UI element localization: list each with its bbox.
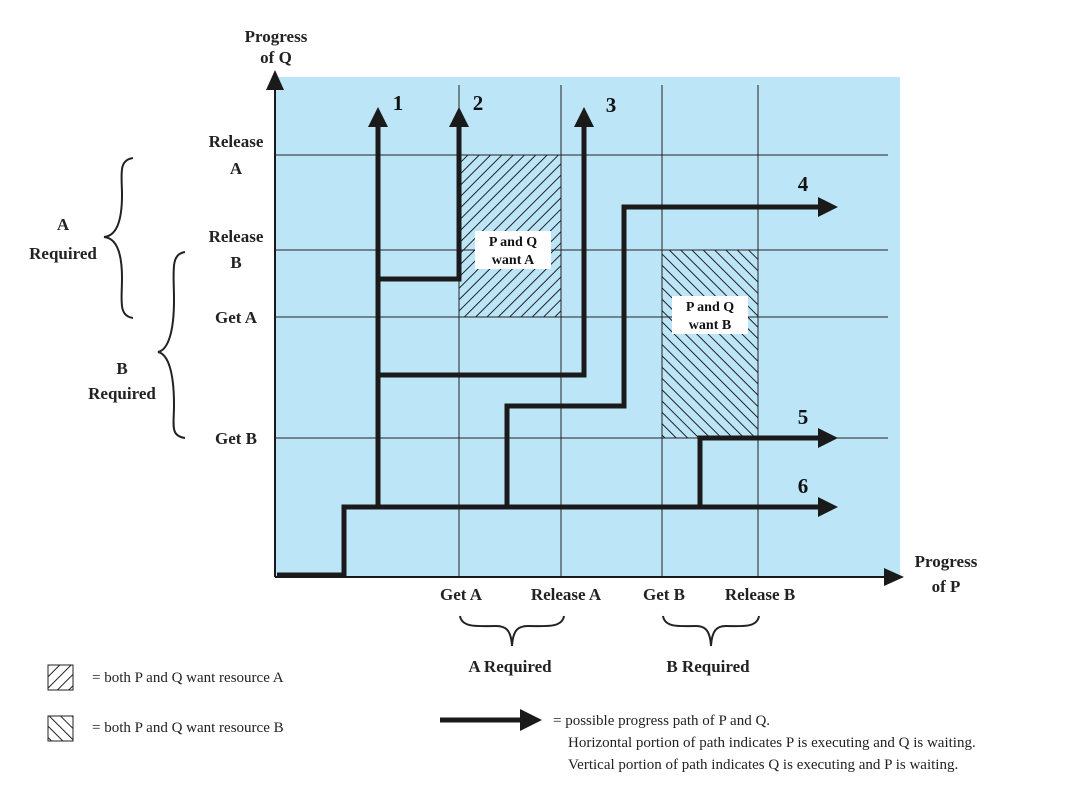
y-axis	[266, 70, 284, 577]
x-tick-get-b: Get B	[643, 585, 685, 604]
path-number-3: 3	[606, 93, 617, 117]
legend-hatch-b-swatch	[47, 715, 74, 742]
y-brace-a-label-line1: A	[57, 215, 70, 234]
x-axis	[275, 568, 904, 586]
path-5	[697, 435, 820, 507]
brace-x-a	[459, 615, 565, 647]
y-tick-get-a: Get A	[215, 308, 258, 327]
x-axis-title-line2: of P	[932, 577, 961, 596]
legend-hatch-a-swatch	[47, 664, 74, 691]
progress-paths	[277, 107, 838, 578]
legend-hatch-b-text: = both P and Q want resource B	[92, 720, 284, 736]
region-b-label-bg	[672, 296, 748, 334]
region-b-label-line1: P and Q	[686, 300, 734, 315]
y-tick-get-b: Get B	[215, 429, 257, 448]
path-number-2: 2	[473, 91, 484, 115]
legend-arrow-line1: = possible progress path of P and Q.	[553, 713, 770, 729]
legend-arrow-line2: Horizontal portion of path indicates P i…	[568, 735, 976, 751]
path-6-arrowhead	[818, 497, 838, 517]
y-tick-release-b-line2: B	[230, 253, 241, 272]
x-tick-release-a: Release A	[531, 585, 602, 604]
y-axis-title-line2: of Q	[260, 48, 292, 67]
path-number-6: 6	[798, 474, 809, 498]
x-brace-a-label: A Required	[468, 657, 552, 676]
brace-y-a	[103, 157, 134, 319]
path-3-arrowhead	[574, 107, 594, 127]
y-tick-release-b-line1: Release	[209, 227, 264, 246]
y-tick-release-a-line2: A	[230, 159, 243, 178]
x-axis-title-line1: Progress	[915, 552, 978, 571]
x-tick-release-b: Release B	[725, 585, 795, 604]
region-want-b	[661, 249, 759, 439]
y-axis-title-line1: Progress	[245, 27, 308, 46]
brace-x-b	[662, 615, 760, 647]
y-tick-release-a-line1: Release	[209, 132, 264, 151]
legend-hatch-a-text: = both P and Q want resource A	[92, 670, 284, 686]
y-brace-a-label-line2: Required	[29, 244, 97, 263]
path-2	[378, 125, 462, 282]
legend: = both P and Q want resource A = both P …	[47, 664, 976, 773]
y-brace-b-label-line1: B	[116, 359, 127, 378]
legend-arrow-head	[520, 709, 542, 731]
brace-y-b	[157, 251, 186, 439]
path-number-4: 4	[798, 172, 809, 196]
path-2-arrowhead	[449, 107, 469, 127]
path-4	[504, 204, 820, 507]
x-brace-b-label: B Required	[666, 657, 750, 676]
x-tick-get-a: Get A	[440, 585, 483, 604]
path-1-arrowhead	[368, 107, 388, 127]
region-b-label-line2: want B	[689, 318, 731, 333]
region-a-label-bg	[475, 231, 551, 269]
path-4-arrowhead	[818, 197, 838, 217]
path-number-1: 1	[393, 91, 404, 115]
region-a-label-line2: want A	[492, 253, 535, 268]
plot-area	[275, 77, 900, 577]
path-6	[277, 504, 820, 578]
region-a-label-line1: P and Q	[489, 235, 537, 250]
legend-arrow-line3: Vertical portion of path indicates Q is …	[568, 757, 958, 773]
y-brace-b-label-line2: Required	[88, 384, 156, 403]
path-number-5: 5	[798, 405, 809, 429]
path-3	[378, 125, 587, 378]
path-5-arrowhead	[818, 428, 838, 448]
